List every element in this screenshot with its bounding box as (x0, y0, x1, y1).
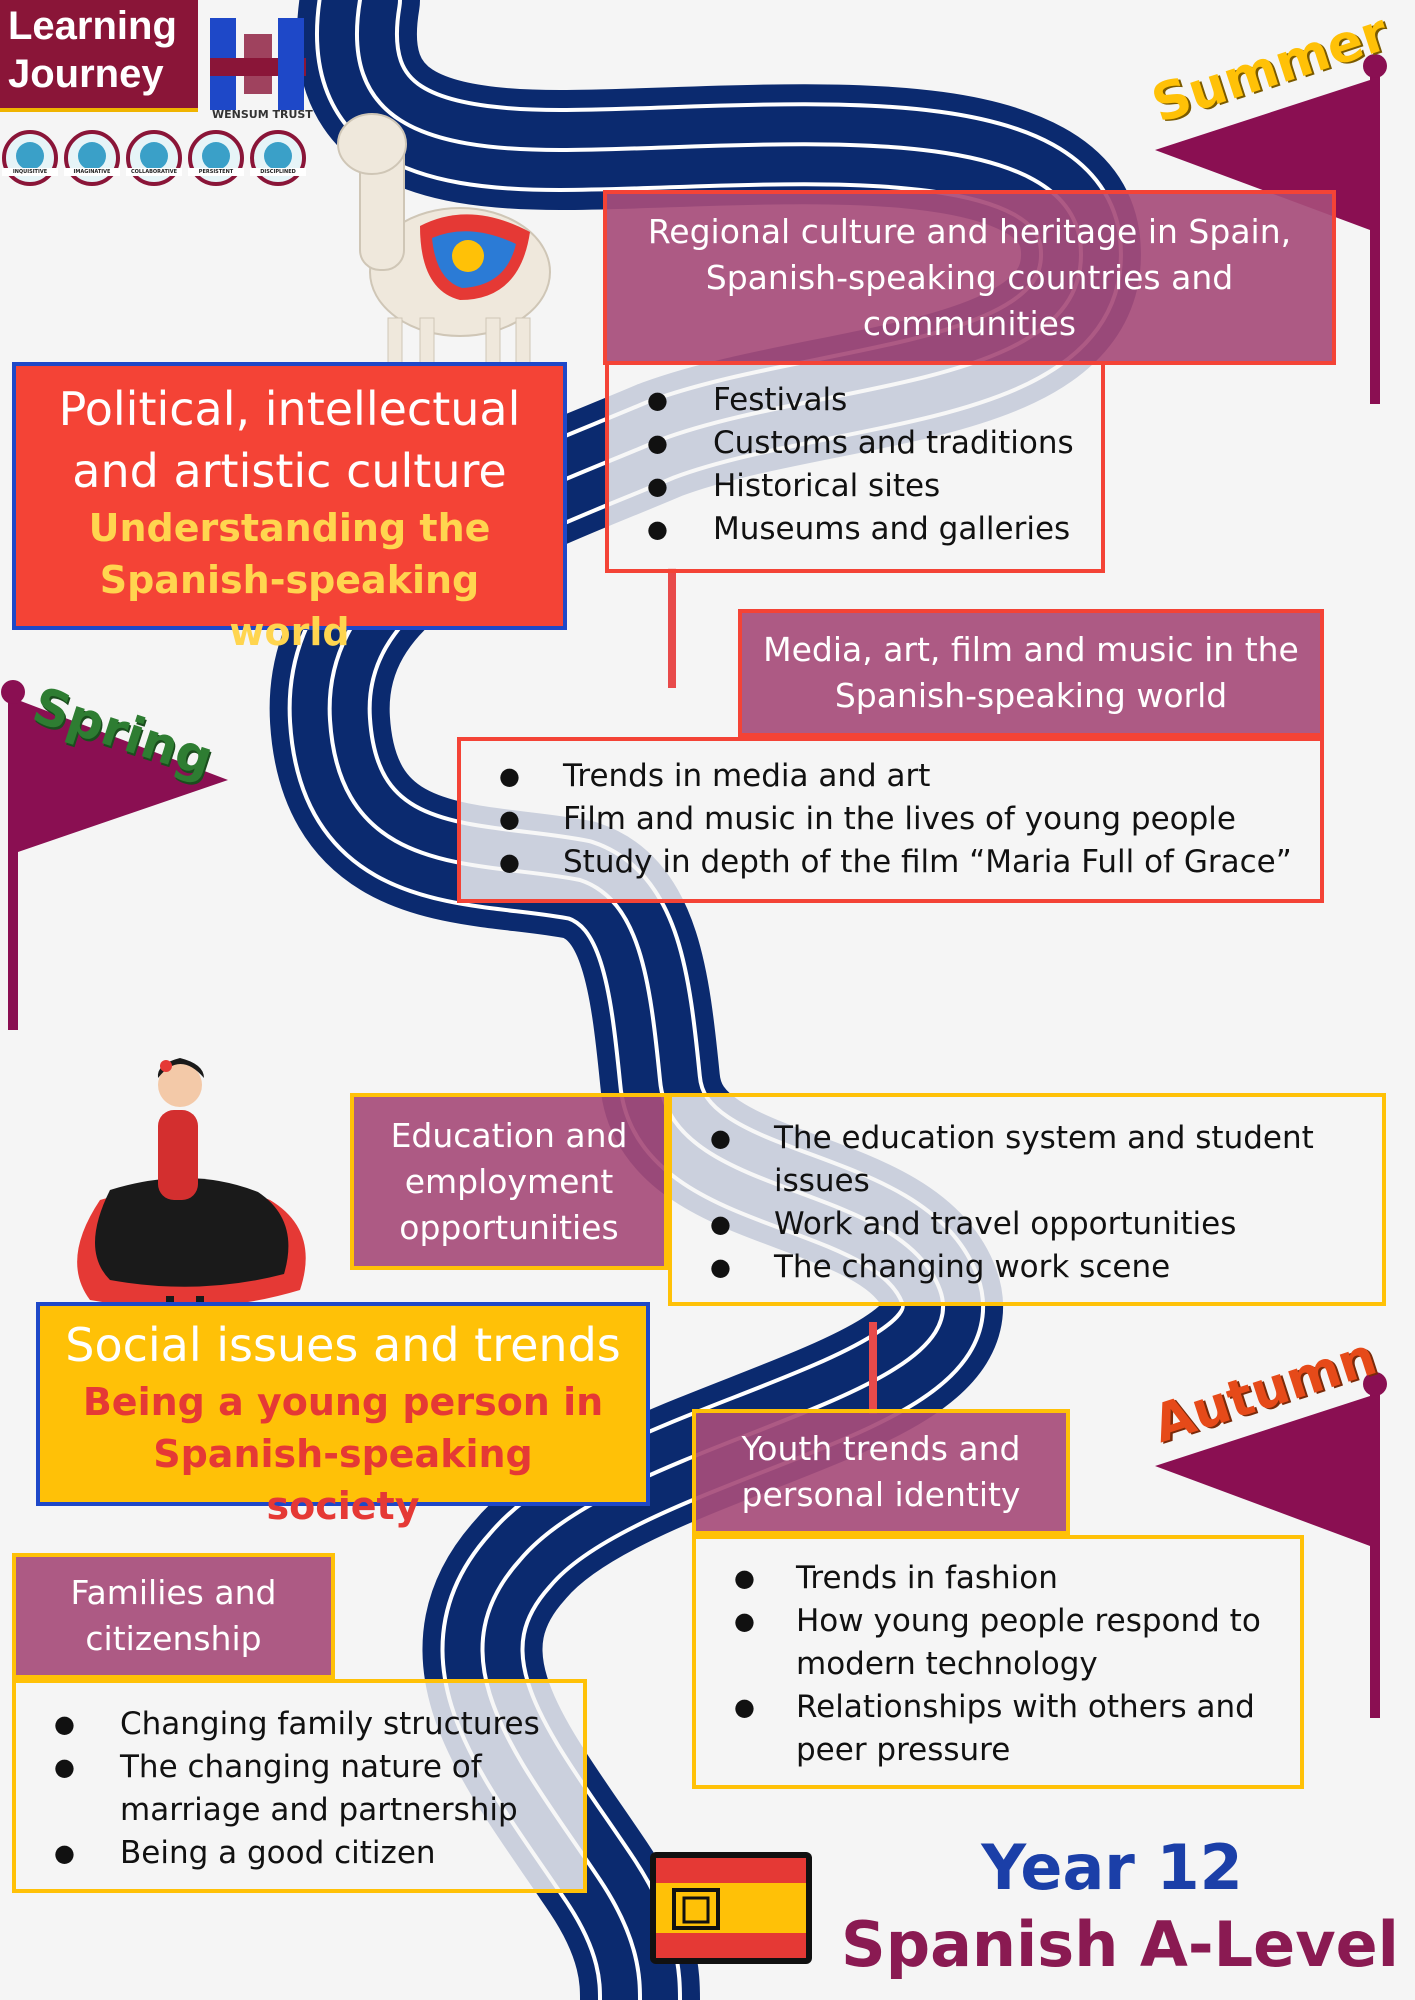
flag-pole-summer (1370, 64, 1380, 404)
trust-logo-icon (210, 18, 306, 110)
list-item: Relationships with others and peer press… (696, 1686, 1300, 1772)
learning-journey-logo: Learning Journey (0, 0, 198, 112)
list-item: Work and travel opportunities (672, 1203, 1382, 1246)
subject-title: Spanish A-Level (841, 1908, 1399, 1981)
list-item: The changing work scene (672, 1246, 1382, 1289)
value-label: IMAGINATIVE (64, 168, 120, 176)
theme-subtitle: Being a young person in Spanish-speaking… (82, 1380, 604, 1528)
spanish-flag (650, 1852, 812, 1964)
topic-title: Families and citizenship (70, 1573, 277, 1658)
topic-title: Media, art, film and music in the Spanis… (763, 630, 1299, 715)
list-item: The education system and student issues (672, 1117, 1382, 1203)
topic-families-list: Changing family structures The changing … (12, 1679, 587, 1893)
value-badge-magnifier-icon: INQUISITIVE (2, 130, 58, 186)
topic-regional-header: Regional culture and heritage in Spain, … (603, 190, 1336, 365)
flag-spring (18, 700, 228, 852)
trust-name: WENSUM TRUST (212, 108, 313, 121)
list-item: How young people respond to modern techn… (696, 1600, 1300, 1686)
list-item: Film and music in the lives of young peo… (461, 798, 1320, 841)
value-badge-head-icon: DISCIPLINED (250, 130, 306, 186)
flag-knob (1363, 1372, 1387, 1396)
list-item: Trends in media and art (461, 755, 1320, 798)
topic-media-header: Media, art, film and music in the Spanis… (738, 609, 1324, 737)
theme-title: Political, intellectual and artistic cul… (58, 382, 521, 498)
topic-title: Education and employment opportunities (390, 1115, 628, 1247)
list-item: Festivals (609, 379, 1101, 422)
topic-families-header: Families and citizenship (12, 1553, 335, 1679)
value-badge-team-icon: COLLABORATIVE (126, 130, 182, 186)
list-item: Museums and galleries (609, 508, 1101, 551)
value-label: DISCIPLINED (250, 168, 306, 176)
list-item: Changing family structures (16, 1703, 583, 1746)
value-badge-checklist-icon: PERSISTENT (188, 130, 244, 186)
topic-media-list: Trends in media and art Film and music i… (457, 737, 1324, 903)
connector-line (869, 1322, 877, 1414)
theme-social-issues: Social issues and trends Being a young p… (36, 1302, 650, 1528)
values-row: INQUISITIVE IMAGINATIVE COLLABORATIVE PE… (2, 130, 312, 192)
topic-youth-header: Youth trends and personal identity (692, 1409, 1070, 1535)
logo-line-2: Journey (8, 52, 164, 96)
value-label: INQUISITIVE (2, 168, 58, 176)
topic-education-header: Education and employment opportunities (350, 1093, 668, 1270)
flag-pole-spring (8, 690, 18, 1030)
theme-title: Social issues and trends (65, 1318, 621, 1372)
theme-political-culture: Political, intellectual and artistic cul… (12, 362, 567, 654)
year-title: Year 12 (981, 1831, 1243, 1904)
list-item: Being a good citizen (16, 1832, 583, 1875)
list-item: The changing nature of marriage and part… (16, 1746, 583, 1832)
llama-illustration (337, 113, 551, 371)
logo-line-1: Learning (8, 4, 177, 48)
flag-knob (1363, 54, 1387, 78)
flag-pole-autumn (1370, 1382, 1380, 1718)
topic-youth-list: Trends in fashion How young people respo… (692, 1535, 1304, 1789)
dancer-illustration (77, 1058, 306, 1320)
value-label: PERSISTENT (188, 168, 244, 176)
list-item: Customs and traditions (609, 422, 1101, 465)
topic-regional-list: Festivals Customs and traditions Histori… (605, 365, 1105, 573)
topic-title: Regional culture and heritage in Spain, … (647, 211, 1292, 343)
topic-education-list: The education system and student issues … (668, 1093, 1386, 1306)
list-item: Study in depth of the film “Maria Full o… (461, 841, 1320, 884)
theme-subtitle: Understanding the Spanish-speaking world (88, 506, 491, 654)
connector-line (668, 568, 676, 688)
list-item: Historical sites (609, 465, 1101, 508)
list-item: Trends in fashion (696, 1557, 1300, 1600)
flag-autumn (1155, 1396, 1370, 1546)
flag-knob (1, 680, 25, 704)
topic-title: Youth trends and personal identity (741, 1429, 1021, 1514)
value-label: COLLABORATIVE (126, 168, 182, 176)
value-badge-lightbulb-icon: IMAGINATIVE (64, 130, 120, 186)
